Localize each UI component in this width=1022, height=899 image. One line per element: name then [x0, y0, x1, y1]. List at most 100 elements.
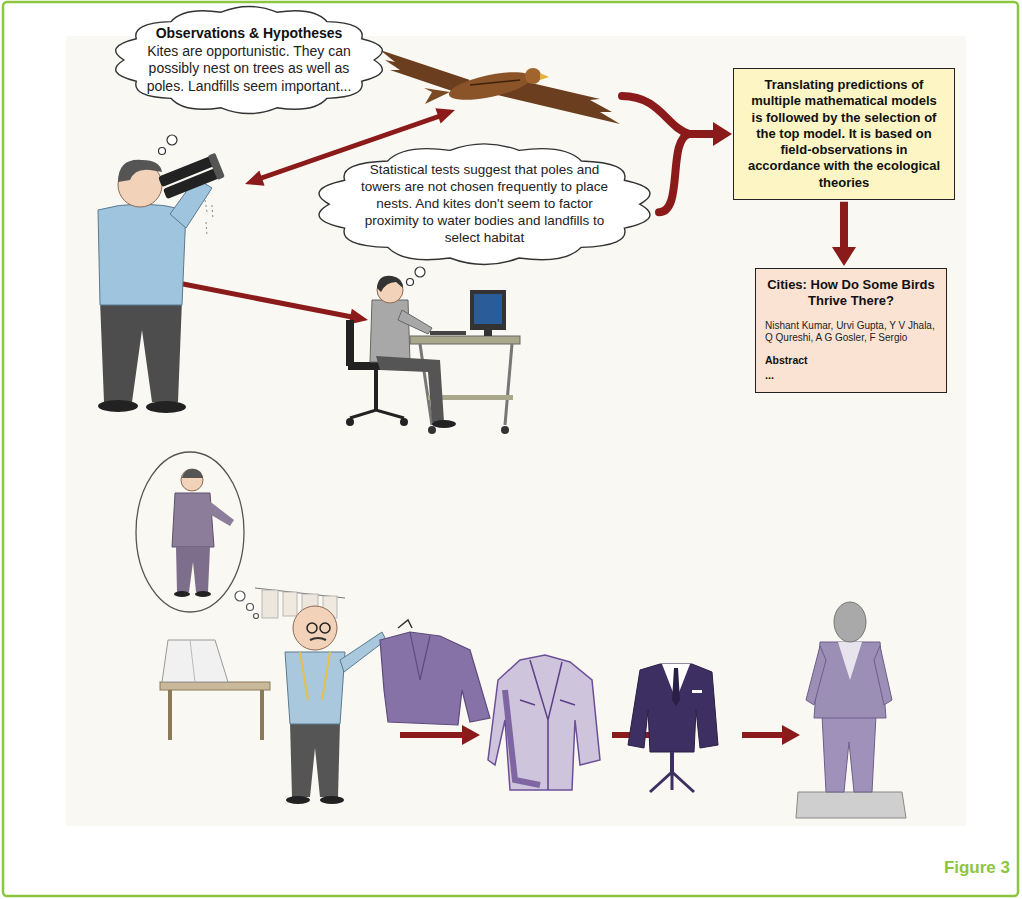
held-jacket	[380, 620, 490, 725]
node-heading: Translating predictions of multiple math…	[744, 77, 944, 191]
connector	[659, 134, 716, 212]
connector	[840, 202, 848, 250]
analyst-at-computer	[400, 418, 408, 426]
tailor	[340, 632, 386, 672]
thought-trail	[159, 148, 166, 155]
tailor-thought	[136, 452, 244, 612]
analyst-at-computer	[374, 370, 378, 410]
node-text: Nishant Kumar, Urvi Gupta, Y V Jhala, Q …	[765, 320, 937, 345]
observer-man	[208, 153, 225, 180]
clothesline	[262, 590, 278, 618]
node-text: Kites are opportunistic. They can possib…	[146, 43, 352, 96]
statue-man	[822, 715, 876, 792]
cloud-outline	[319, 144, 650, 265]
tailor-table	[160, 682, 270, 690]
analyst-at-computer	[370, 300, 410, 362]
tailor	[307, 623, 317, 633]
connector-arrow	[659, 122, 732, 212]
held-jacket	[410, 632, 430, 680]
connector-arrow	[832, 202, 856, 266]
tailor	[320, 796, 344, 804]
statue-man	[806, 646, 826, 705]
tailor	[320, 623, 330, 633]
process-arrow	[742, 732, 784, 738]
observer-man	[118, 160, 162, 182]
process-arrow	[400, 732, 464, 738]
node-heading: Observations & Hypotheses	[146, 25, 352, 43]
kite-bird	[525, 68, 541, 84]
tailor-table	[260, 690, 264, 740]
suit-sketch	[488, 655, 600, 790]
paper-box: Cities: How Do Some Birds Thrive There? N…	[755, 268, 947, 393]
analyst-at-computer	[470, 290, 506, 330]
statue-man	[796, 602, 906, 818]
suit-on-stand	[692, 690, 702, 693]
thought-trail	[415, 267, 425, 277]
tailor-thought	[235, 591, 245, 601]
figure-frame	[3, 2, 1018, 896]
figure-label: Figure 3	[880, 858, 1010, 878]
cloud-outline	[116, 6, 383, 113]
statue-man	[874, 646, 892, 705]
kite-bird	[380, 50, 620, 124]
process-arrow	[782, 725, 800, 745]
figure-frame	[66, 36, 966, 826]
thought-cloud: Statistical tests suggest that poles and…	[312, 140, 657, 268]
observer-man	[163, 167, 223, 200]
node-heading: Cities: How Do Some Birds Thrive There?	[765, 277, 937, 310]
tailor-thought	[181, 469, 203, 491]
node-heading: Statistical tests suggest that poles and…	[348, 162, 621, 246]
tailor-thought	[176, 547, 210, 592]
suit-on-stand	[672, 668, 680, 706]
suit-sketch	[505, 690, 540, 785]
analyst-at-computer	[346, 320, 354, 366]
suit-sketch	[488, 655, 600, 790]
analyst-at-computer	[432, 420, 456, 428]
statue-man	[838, 642, 862, 680]
kite-bird	[470, 80, 520, 85]
observer-man	[146, 401, 186, 413]
analyst-at-computer	[346, 276, 520, 434]
analyst-at-computer	[430, 331, 466, 335]
arrow-head	[713, 122, 732, 146]
held-jacket	[380, 632, 490, 725]
analyst-at-computer	[474, 294, 502, 324]
tailor	[290, 722, 340, 797]
tailor	[285, 652, 345, 724]
analyst-at-computer	[376, 356, 444, 422]
tailor-table	[190, 640, 195, 682]
tailor	[293, 606, 337, 650]
kite-bird	[447, 67, 534, 106]
observer-man	[98, 153, 225, 413]
suit-on-stand	[628, 664, 718, 752]
tailor-thought	[182, 469, 203, 478]
tailor	[310, 638, 326, 640]
analyst-at-computer	[484, 330, 492, 336]
kite-bird	[540, 73, 549, 80]
thought-trail	[167, 135, 177, 145]
merge-branch	[622, 96, 689, 134]
analyst-at-computer	[377, 276, 403, 292]
observer-man	[98, 204, 186, 305]
process-arrow	[462, 725, 480, 745]
analyst-at-computer	[398, 310, 432, 334]
tailor-table	[160, 640, 270, 740]
analyst-at-computer	[346, 418, 354, 426]
analyst-at-computer	[501, 426, 509, 434]
kite-bird	[380, 50, 470, 92]
suit-on-stand	[670, 752, 674, 772]
kite-bird	[424, 88, 450, 104]
tailor	[285, 606, 386, 804]
clothesline	[283, 592, 297, 616]
tailor-thought	[206, 500, 234, 526]
analyst-at-computer	[410, 336, 520, 344]
observer-man	[98, 400, 138, 412]
tailor-thought	[254, 614, 259, 619]
statue-man	[834, 602, 866, 642]
suit-on-stand	[628, 664, 718, 792]
suit-sketch	[520, 660, 575, 790]
tailor-thought	[195, 591, 211, 597]
observer-man	[205, 200, 213, 236]
analyst-at-computer	[350, 410, 404, 418]
